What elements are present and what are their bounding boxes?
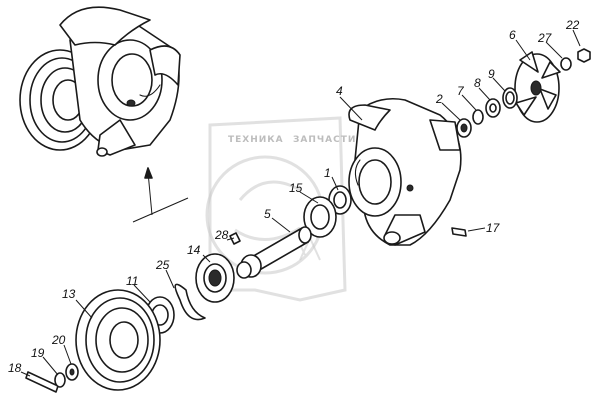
assembled-pump [19,6,181,157]
bearings-and-shaft [195,185,352,303]
callout-2: 2 [435,92,443,106]
callout-7: 7 [457,84,465,98]
seal-stack [456,48,591,138]
callout-1: 1 [324,166,331,180]
callout-17: 17 [486,221,501,235]
callout-13: 13 [62,287,76,301]
callout-9: 9 [488,67,495,81]
callout-4: 4 [336,84,343,98]
watermark-caption-left: ТЕХНИКА [228,135,284,145]
callout-25: 25 [155,258,170,272]
callout-20: 20 [51,333,66,347]
callout-11: 11 [126,274,138,288]
watermark-caption-right: ЗАПЧАСТИ [293,135,356,145]
callout-27: 27 [537,31,553,45]
impeller [514,51,561,123]
callout-14: 14 [187,243,201,257]
pulley-assembly [25,227,467,393]
callout-5: 5 [264,207,271,221]
pump-housing [348,97,462,246]
callout-19: 19 [31,346,45,360]
callout-8: 8 [474,76,481,90]
callout-labels: 4 1 15 5 28 2 7 8 9 6 27 22 17 14 25 11 … [8,18,580,375]
callout-6: 6 [509,28,516,42]
callout-18: 18 [8,361,22,375]
callout-15: 15 [289,181,303,195]
leader-lines [20,29,581,377]
callout-28: 28 [214,228,229,242]
callout-22: 22 [565,18,580,32]
direction-arrow [132,167,189,223]
